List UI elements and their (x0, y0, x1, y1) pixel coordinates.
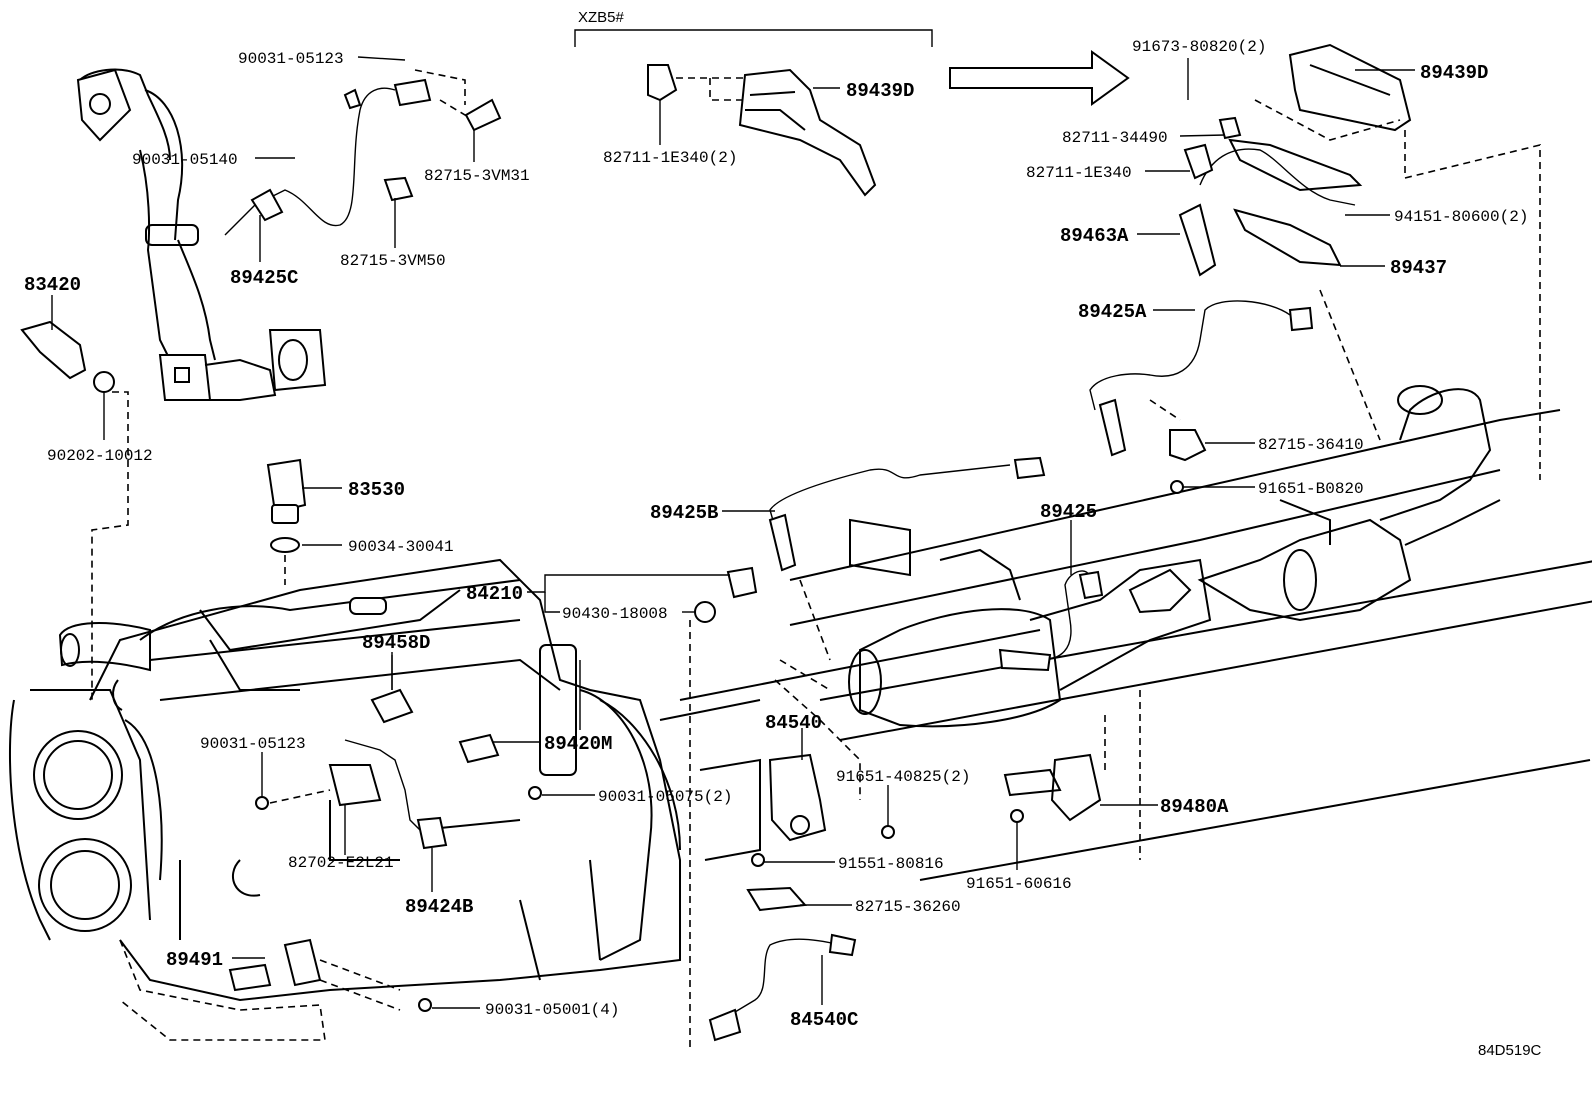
switch-83530 (266, 458, 307, 585)
label-91551-80816: 91551-80816 (838, 855, 944, 873)
label-83530: 83530 (348, 479, 405, 501)
label-89424B: 89424B (405, 896, 473, 918)
sensor-89425C (224, 69, 502, 236)
label-90202-10012: 90202-10012 (47, 447, 153, 465)
label-84540: 84540 (765, 712, 822, 734)
label-89425C: 89425C (230, 267, 298, 289)
label-89439D-mid: 89439D (846, 80, 914, 102)
front-pipe (76, 68, 327, 401)
label-89425: 89425 (1040, 501, 1097, 523)
bracket-89439D-right (1178, 43, 1541, 480)
actuator-84540 (708, 679, 895, 1042)
label-89437: 89437 (1390, 257, 1447, 279)
label-91651-B0820: 91651-B0820 (1258, 480, 1364, 498)
leader-lines (51, 56, 1415, 1009)
label-89425B: 89425B (650, 502, 718, 524)
label-89480A: 89480A (1160, 796, 1229, 818)
sensor-89480A (1003, 753, 1102, 823)
exhaust-system (659, 385, 1592, 881)
label-89463A: 89463A (1060, 225, 1129, 247)
sensor-89424B (255, 739, 448, 850)
sensor-89491 (228, 938, 432, 1012)
label-82715-36260: 82715-36260 (855, 898, 961, 916)
sensor-89425B (768, 456, 1046, 572)
sensor-89425 (998, 570, 1104, 672)
diagram-code: 84D519C (1478, 1042, 1542, 1059)
label-90031-05001-4: 90031-05001(4) (485, 1001, 619, 1019)
label-89491: 89491 (166, 949, 223, 971)
sensor-84210 (689, 566, 758, 1050)
label-82711-34490: 82711-34490 (1062, 129, 1168, 147)
label-90031-05075-2: 90031-05075(2) (598, 788, 732, 806)
label-90031-05123-low: 90031-05123 (200, 735, 306, 753)
label-84210: 84210 (466, 583, 523, 605)
label-90034-30041: 90034-30041 (348, 538, 454, 556)
label-90430-18008: 90430-18008 (562, 605, 668, 623)
label-89458D: 89458D (362, 632, 430, 654)
label-83420: 83420 (24, 274, 81, 296)
label-82715-3VM31: 82715-3VM31 (424, 167, 530, 185)
label-94151-80600-2: 94151-80600(2) (1394, 208, 1528, 226)
label-91673-80820-2: 91673-80820(2) (1132, 38, 1266, 56)
sensor-89425A (1089, 300, 1314, 494)
label-82715-3VM50: 82715-3VM50 (340, 252, 446, 270)
label-82702-E2L21: 82702-E2L21 (288, 854, 394, 872)
label-84540C: 84540C (790, 1009, 858, 1031)
label-82711-1E340: 82711-1E340 (1026, 164, 1132, 182)
sensor-89420M (458, 733, 542, 800)
label-90031-05123-top: 90031-05123 (238, 50, 344, 68)
label-91651-40825-2: 91651-40825(2) (836, 768, 970, 786)
sensor-83420 (20, 320, 129, 700)
label-89420M: 89420M (544, 733, 612, 755)
bracket-89439D-mid (574, 29, 933, 197)
arrow-icon (949, 50, 1130, 106)
variant-label: XZB5# (578, 9, 625, 26)
label-91651-60616: 91651-60616 (966, 875, 1072, 893)
label-82711-1E340-2: 82711-1E340(2) (603, 149, 737, 167)
part-labels: XZB5# 84D519C 90031-05123 90031-05140 82… (24, 9, 1542, 1059)
label-89439D-right: 89439D (1420, 62, 1488, 84)
label-82715-36410: 82715-36410 (1258, 436, 1364, 454)
label-90031-05140: 90031-05140 (132, 151, 238, 169)
label-89425A: 89425A (1078, 301, 1147, 323)
